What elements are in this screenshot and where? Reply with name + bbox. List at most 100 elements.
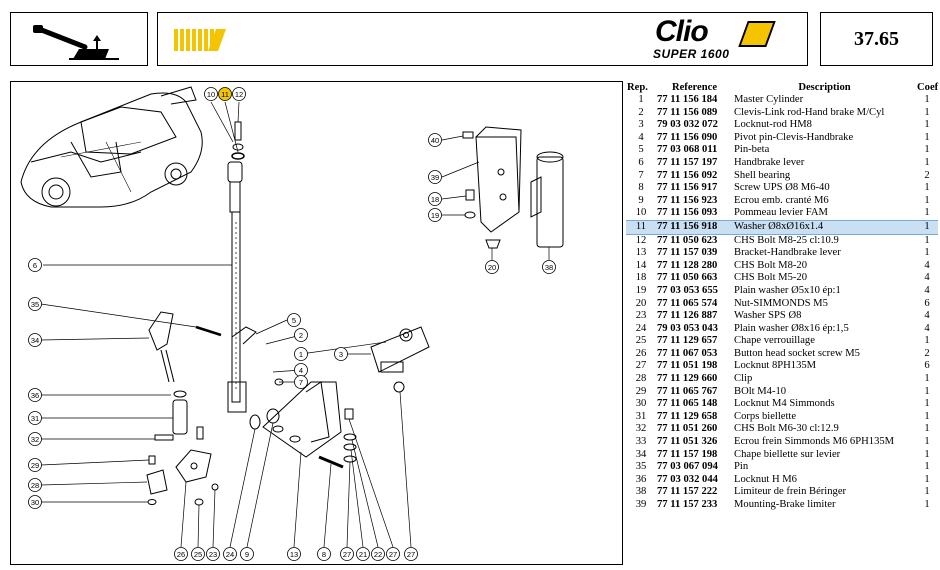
parts-cell-coef: 2 (924, 169, 930, 181)
parts-cell-ref: 79 03 032 072 (657, 119, 718, 131)
callout-bubble-20[interactable] (485, 260, 499, 274)
callout-bubble-5[interactable] (287, 313, 301, 327)
callout-number: 31 (31, 414, 39, 423)
callout-bubble-24[interactable] (223, 547, 237, 561)
callout-number: 10 (207, 90, 215, 99)
parts-cell-ref: 77 11 065 767 (657, 385, 718, 397)
callout-bubble-11[interactable] (218, 87, 232, 101)
callout-bubble-8[interactable] (317, 547, 331, 561)
callout-bubble-25[interactable] (191, 547, 205, 561)
callout-number: 1 (299, 350, 303, 359)
callout-bubble-2[interactable] (294, 328, 308, 342)
parts-cell-coef: 1 (924, 156, 930, 168)
callout-bubble-10[interactable] (204, 87, 218, 101)
callout-bubble-39[interactable] (428, 170, 442, 184)
parts-cell-desc: Chape verrouillage (734, 335, 815, 347)
callout-bubble-40[interactable] (428, 133, 442, 147)
callout-bubble-35[interactable] (28, 297, 42, 311)
callout-bubble-27[interactable] (404, 547, 418, 561)
parts-cell-desc: Plain washer Ø8x16 ép:1,5 (734, 322, 849, 334)
callout-bubble-34[interactable] (28, 333, 42, 347)
callout-bubble-36[interactable] (28, 388, 42, 402)
callout-bubble-30[interactable] (28, 495, 42, 509)
callout-bubble-18[interactable] (428, 192, 442, 206)
callout-bubble-31[interactable] (28, 411, 42, 425)
callout-bubble-38[interactable] (542, 260, 556, 274)
callout-number: 38 (545, 263, 553, 272)
callout-bubble-7[interactable] (294, 375, 308, 389)
callout-bubble-22[interactable] (371, 547, 385, 561)
parts-cell-rep: 33 (635, 436, 647, 448)
accent-stripe (198, 29, 202, 51)
callout-bubble-12[interactable] (232, 87, 246, 101)
callout-bubble-9[interactable] (240, 547, 254, 561)
parts-cell-coef: 1 (924, 335, 930, 347)
parts-cell-rep: 9 (638, 194, 644, 206)
parts-cell-desc: Locknut-rod HM8 (734, 119, 812, 131)
callout-bubble-32[interactable] (28, 432, 42, 446)
parts-cell-desc: Master Cylinder (734, 94, 804, 105)
callout-bubble-26[interactable] (174, 547, 188, 561)
parts-cell-coef: 1 (916, 219, 938, 235)
callout-bubble-6[interactable] (28, 258, 42, 272)
callout-bubble-23[interactable] (206, 547, 220, 561)
parts-cell-coef: 1 (924, 144, 930, 156)
callout-number: 20 (488, 263, 496, 272)
callout-number: 2 (299, 331, 303, 340)
callout-bubble-28[interactable] (28, 478, 42, 492)
callout-bubble-29[interactable] (28, 458, 42, 472)
parts-cell-ref: 77 11 065 148 (657, 398, 718, 410)
callout-number: 13 (290, 550, 298, 559)
parts-cell-rep: 14 (635, 259, 647, 271)
callout-bubble-19[interactable] (428, 208, 442, 222)
callout-bubble-3[interactable] (334, 347, 348, 361)
callout-bubble-21[interactable] (356, 547, 370, 561)
parts-cell-coef: 1 (924, 131, 930, 143)
parts-cell-rep: 11 (626, 219, 656, 235)
callout-bubble-1[interactable] (294, 347, 308, 361)
parts-cell-rep: 6 (638, 156, 644, 168)
callout-bubble-27[interactable] (386, 547, 400, 561)
callout-bubble-27[interactable] (340, 547, 354, 561)
parts-cell-ref: 77 11 051 198 (657, 360, 718, 372)
parts-cell-desc: Clip (734, 373, 753, 385)
callout-number: 34 (31, 336, 39, 345)
parts-cell-ref: 77 11 051 326 (657, 436, 718, 448)
callout-bubble-13[interactable] (287, 547, 301, 561)
parts-cell-desc: CHS Bolt M8-25 cl:10.9 (734, 234, 839, 246)
parts-cell-desc: Shell bearing (734, 169, 791, 181)
